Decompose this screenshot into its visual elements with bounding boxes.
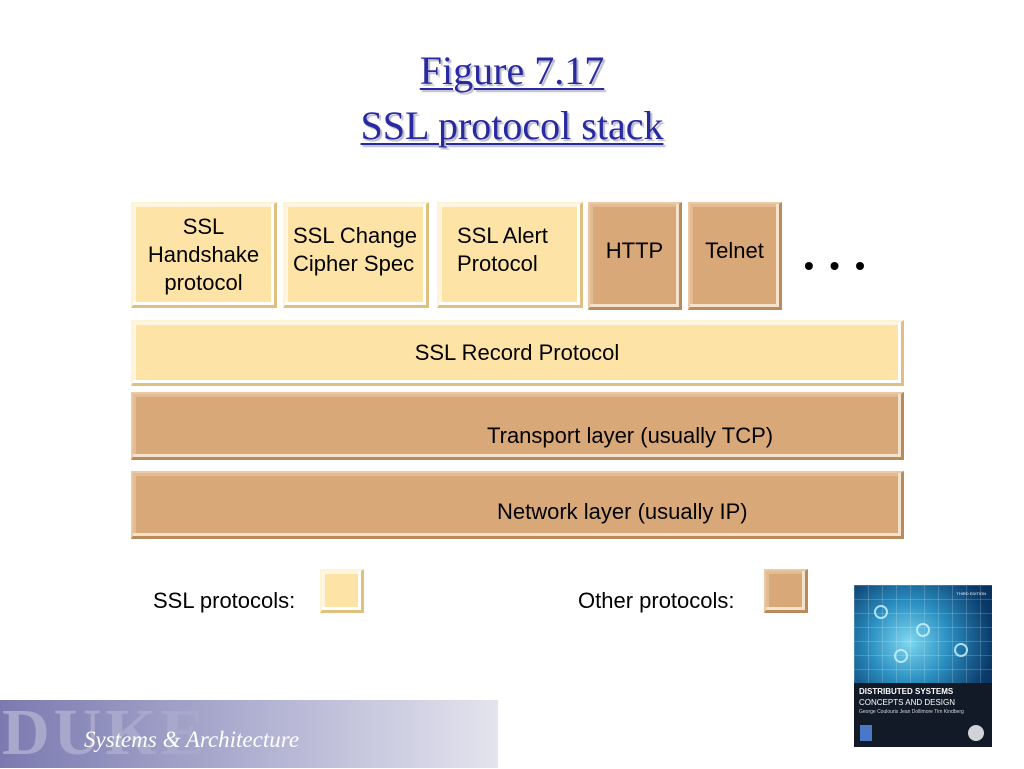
http-box: HTTP	[588, 202, 682, 310]
book-authors: George Coulouris Jean Dollimore Tim Kind…	[859, 709, 964, 715]
other-protocols-legend-label: Other protocols:	[578, 588, 735, 613]
ssl-alert-label: SSL Alert Protocol	[457, 222, 548, 276]
book-title: DISTRIBUTED SYSTEMS	[859, 687, 954, 696]
book-cover-node-icon	[894, 649, 908, 663]
ssl-alert-box: SSL Alert Protocol	[437, 202, 583, 308]
ssl-change-cipher-spec-label: SSL Change Cipher Spec	[293, 222, 417, 276]
transport-layer-label: Transport layer (usually TCP)	[487, 422, 774, 448]
ssl-change-cipher-spec-box: SSL Change Cipher Spec	[283, 202, 429, 308]
figure-title: SSL protocol stack	[360, 103, 664, 148]
ssl-protocols-legend-label: SSL protocols:	[153, 588, 296, 613]
http-label: HTTP	[605, 237, 664, 263]
book-cover-node-icon	[874, 605, 888, 619]
book-cover-image: THIRD EDITION DISTRIBUTED SYSTEMS CONCEP…	[854, 585, 992, 747]
network-layer-label: Network layer (usually IP)	[497, 498, 748, 524]
ssl-record-protocol-box: SSL Record Protocol	[131, 320, 904, 386]
book-subtitle: CONCEPTS AND DESIGN	[859, 698, 956, 707]
ssl-handshake-box: SSL Handshake protocol	[131, 202, 277, 308]
ssl-protocols-swatch	[320, 569, 364, 613]
book-cover-node-icon	[916, 623, 930, 637]
ssl-record-protocol-label: SSL Record Protocol	[414, 339, 620, 365]
telnet-box: Telnet	[688, 202, 782, 310]
figure-number: Figure 7.17	[419, 48, 605, 93]
publisher-logo-icon	[860, 725, 872, 741]
book-edition: THIRD EDITION	[956, 591, 986, 596]
ssl-handshake-label: SSL Handshake protocol	[147, 213, 260, 295]
cd-icon	[968, 725, 984, 741]
transport-layer-box: Transport layer (usually TCP)	[131, 392, 904, 460]
book-cover-node-icon	[954, 643, 968, 657]
other-protocols-swatch	[764, 569, 808, 613]
duke-logo: DUKE	[2, 696, 209, 769]
footer-band	[0, 700, 498, 768]
telnet-label: Telnet	[705, 237, 764, 263]
more-protocols-ellipsis: • • •	[804, 250, 869, 281]
network-layer-box: Network layer (usually IP)	[131, 471, 904, 539]
footer-subtitle: Systems & Architecture	[84, 727, 300, 752]
